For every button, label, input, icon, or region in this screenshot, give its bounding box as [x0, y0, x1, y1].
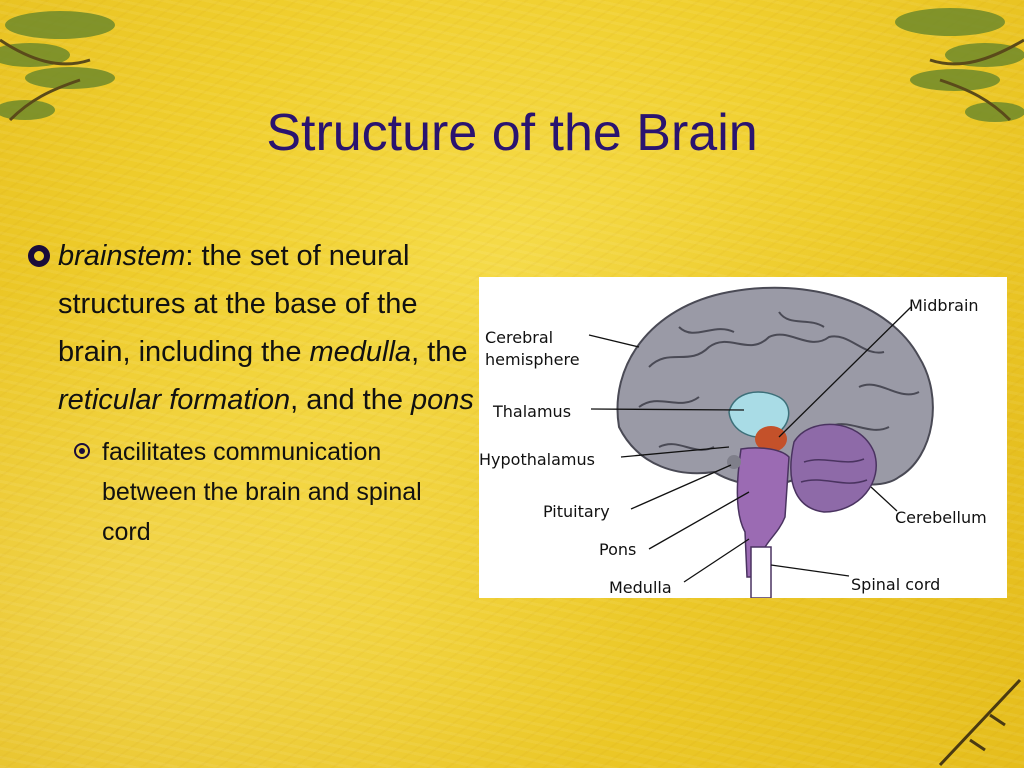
term-brainstem: brainstem	[58, 240, 186, 272]
label-cerebellum: Cerebellum	[895, 508, 987, 527]
sub-bullet-icon	[74, 443, 90, 459]
term-pons: pons	[411, 384, 474, 416]
pituitary-shape	[727, 455, 741, 469]
bullet-text-1: : the set of neural structures at the ba…	[58, 240, 418, 368]
cerebellum-shape	[790, 423, 877, 513]
midbrain-shape	[755, 426, 787, 452]
bullet-text-3: , and the	[290, 384, 412, 416]
sub-bullet-text: facilitates communication between the br…	[102, 438, 422, 546]
spinal-cord-shape	[750, 546, 772, 598]
label-cerebral-1: Cerebral	[485, 328, 553, 347]
bullet-text-2: , the	[411, 336, 468, 368]
label-cerebral-2: hemisphere	[485, 350, 580, 369]
bullet-list: brainstem: the set of neural structures …	[28, 232, 478, 552]
brain-diagram: Midbrain Cerebral hemisphere Thalamus Hy…	[479, 277, 1007, 598]
sub-bullet-communication: facilitates communication between the br…	[74, 432, 447, 552]
label-spinal-cord: Spinal cord	[851, 575, 940, 594]
label-hypothalamus: Hypothalamus	[479, 450, 595, 469]
label-thalamus: Thalamus	[492, 402, 571, 421]
pine-branch-top-left	[0, 11, 115, 122]
label-pituitary: Pituitary	[543, 502, 610, 521]
term-reticular-formation: reticular formation	[58, 384, 291, 416]
label-midbrain: Midbrain	[909, 296, 979, 315]
thalamus-shape	[728, 391, 790, 438]
pine-branch-top-right	[895, 8, 1024, 122]
pine-twig-bottom-right	[938, 678, 1022, 767]
bullet-brainstem: brainstem: the set of neural structures …	[28, 232, 478, 424]
term-medulla: medulla	[309, 336, 412, 368]
label-pons: Pons	[599, 540, 636, 559]
slide-title: Structure of the Brain	[266, 104, 758, 162]
label-medulla: Medulla	[609, 578, 672, 597]
brainstem-shape	[736, 447, 790, 578]
bullet-icon	[28, 245, 50, 267]
